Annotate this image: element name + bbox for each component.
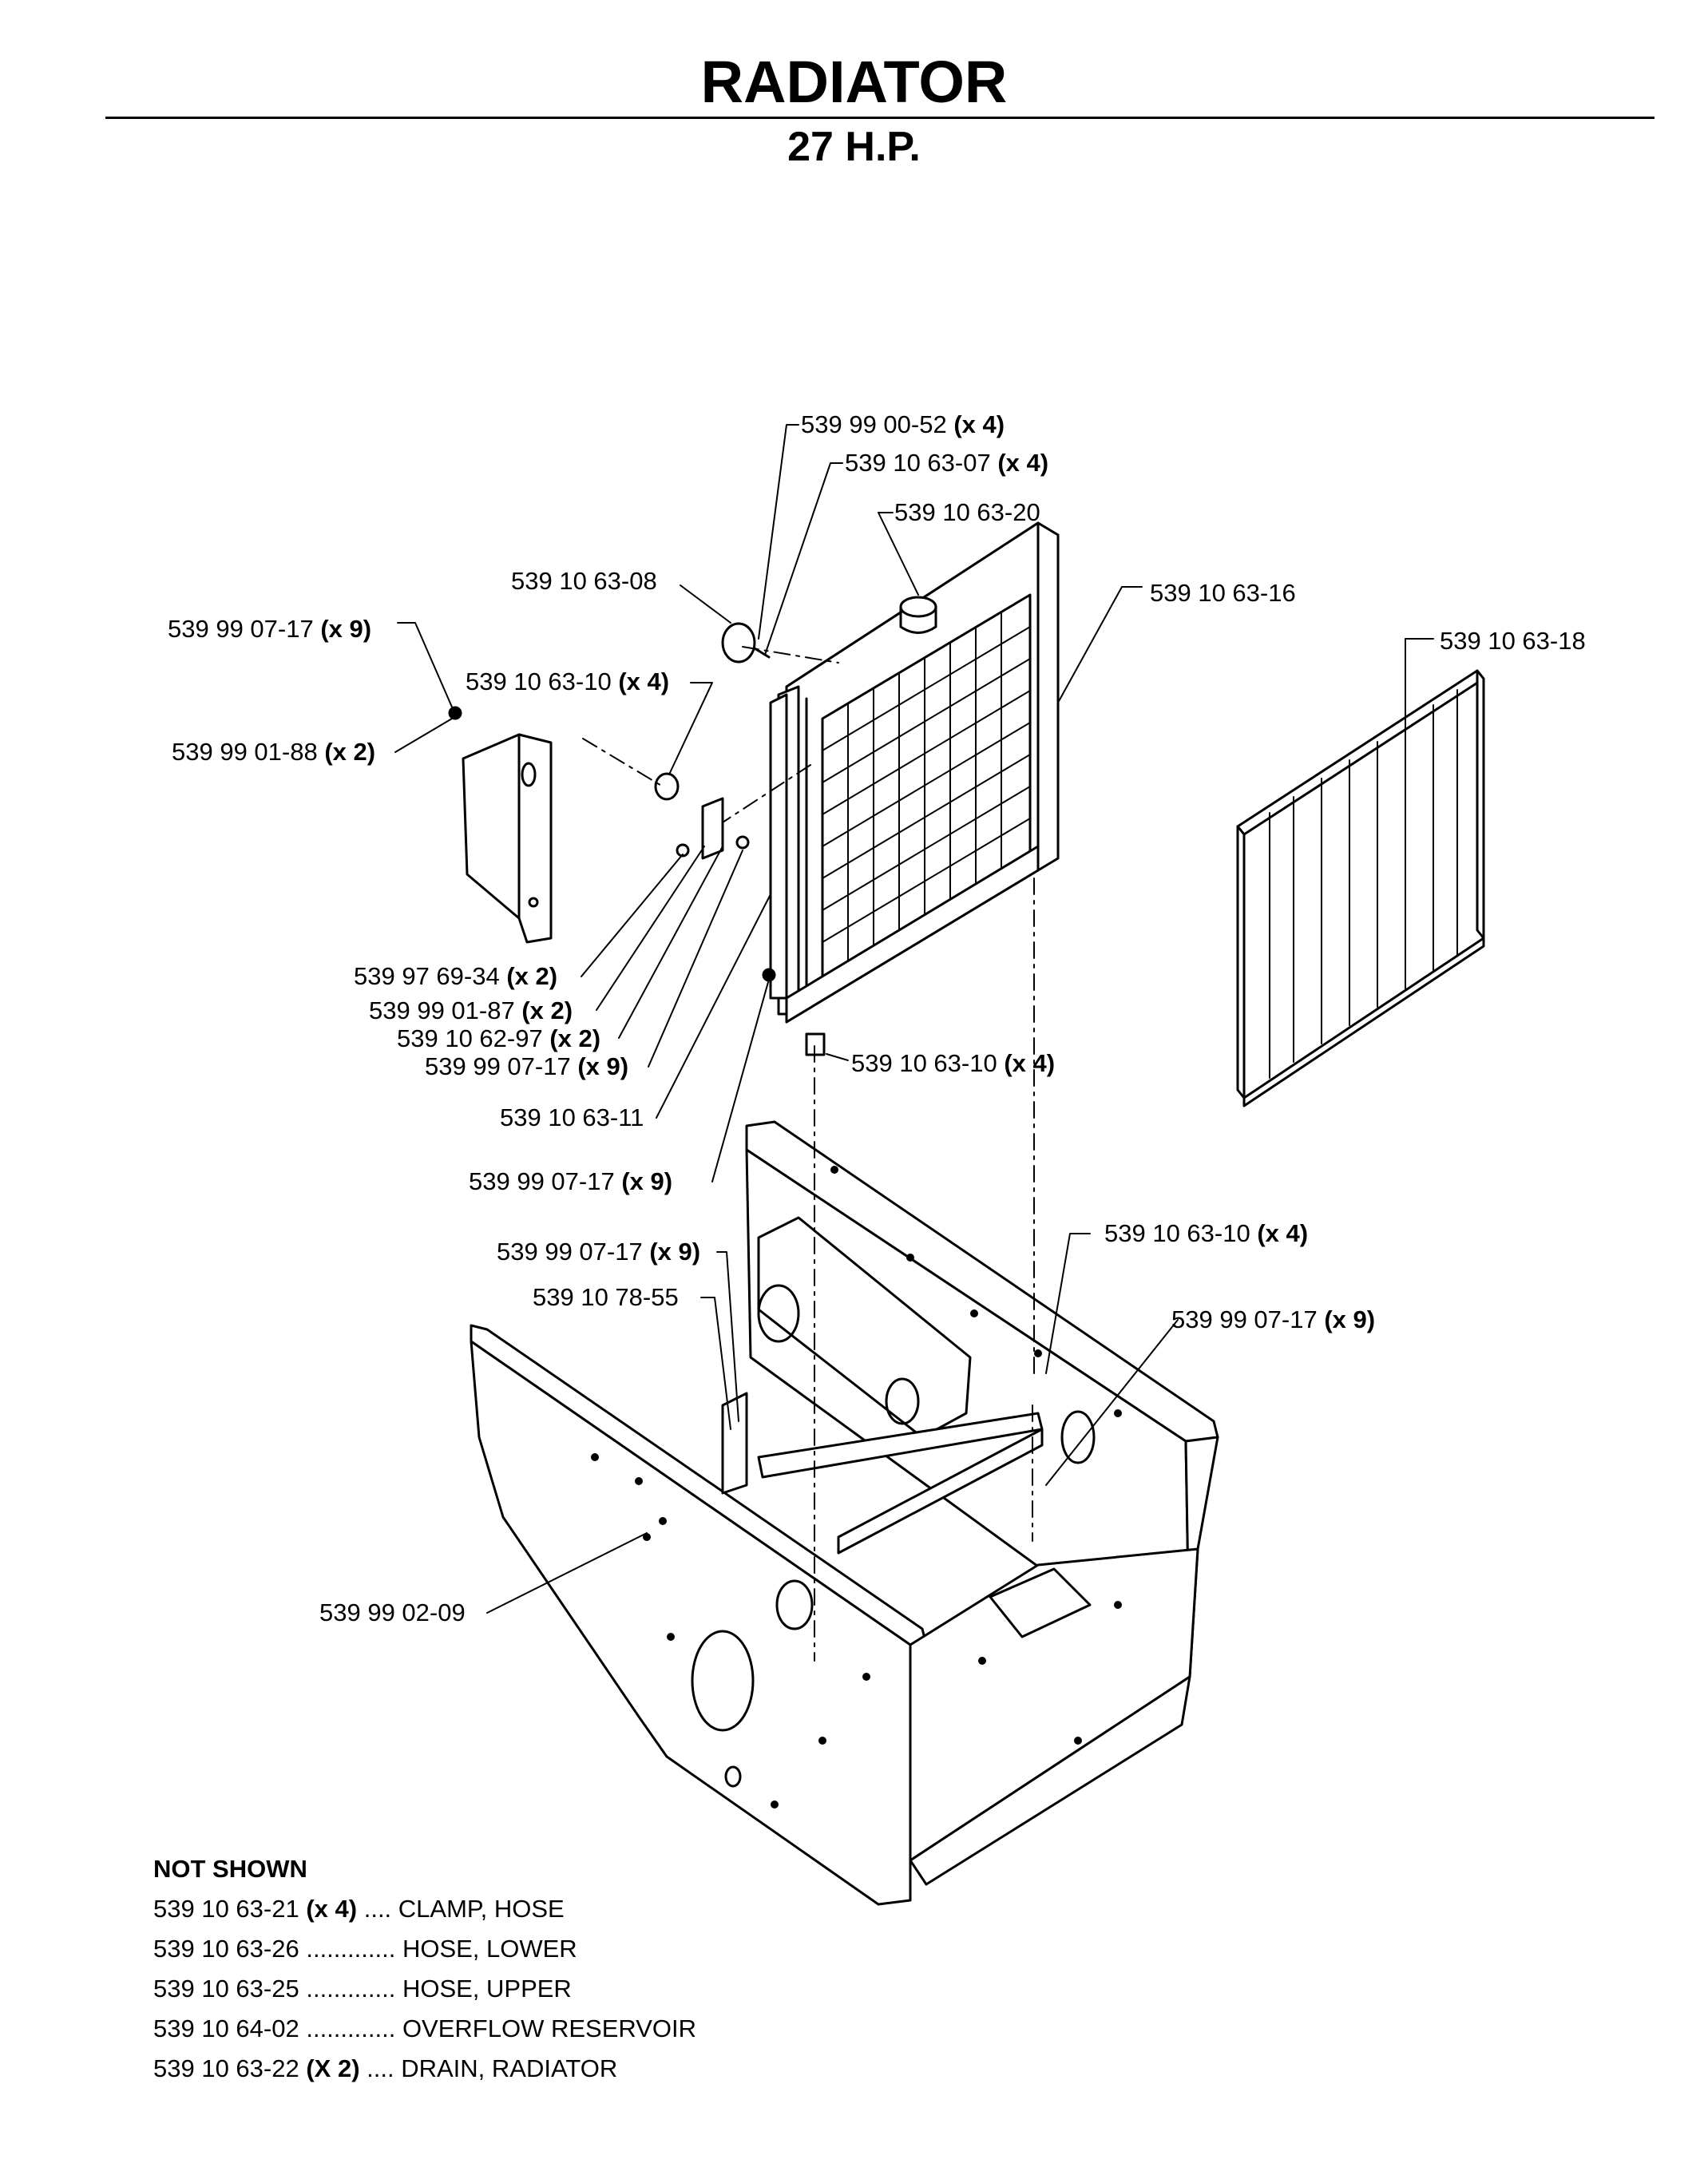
not-shown-heading: NOT SHOWN <box>153 1855 307 1883</box>
list-item: 539 10 63-22 (X 2) .... DRAIN, RADIATOR <box>153 2054 618 2082</box>
callout-label: 539 99 07-17 (x 9) <box>1171 1305 1376 1333</box>
callout-label: 539 10 63-07 (x 4) <box>845 449 1049 477</box>
not-shown-list: NOT SHOWN 539 10 63-21 (x 4) .... CLAMP,… <box>153 1849 696 2089</box>
list-item: 539 10 63-25 ............. HOSE, UPPER <box>153 1975 572 2003</box>
chassis-frame <box>470 1120 1219 1906</box>
callout-label: 539 10 63-18 <box>1440 627 1586 655</box>
page-subtitle: 27 H.P. <box>787 124 921 170</box>
callout-label: 539 10 63-10 (x 4) <box>851 1049 1056 1077</box>
callout-label: 539 10 63-08 <box>511 567 657 595</box>
callout-label: 539 10 63-10 (x 4) <box>466 668 670 695</box>
page-title: RADIATOR <box>700 49 1008 115</box>
callout-label: 539 99 01-88 (x 2) <box>172 738 376 766</box>
callout-label: 539 97 69-34 (x 2) <box>354 962 558 990</box>
callout-label: 539 10 63-11 <box>500 1103 644 1131</box>
left-bracket <box>462 733 553 944</box>
callout-label: 539 10 63-10 (x 4) <box>1104 1219 1309 1247</box>
callout-label: 539 99 07-17 (x 9) <box>497 1238 701 1266</box>
radiator-screen <box>1236 669 1485 1107</box>
callout-label: 539 10 63-20 <box>894 498 1040 526</box>
list-item: 539 10 64-02 ............. OVERFLOW RESE… <box>153 2014 696 2042</box>
callout-label: 539 99 07-17 (x 9) <box>469 1167 673 1195</box>
callout-label: 539 10 63-16 <box>1150 579 1296 607</box>
callout-label: 539 10 78-55 <box>533 1283 679 1311</box>
title-rule <box>105 117 1655 119</box>
radiator-core <box>769 521 1060 1024</box>
callout-label: 539 10 62-97 (x 2) <box>397 1024 601 1052</box>
list-item: 539 10 63-21 (x 4) .... CLAMP, HOSE <box>153 1895 565 1923</box>
callout-label: 539 99 07-17 (x 9) <box>168 615 372 643</box>
callout-label: 539 99 07-17 (x 9) <box>425 1052 629 1080</box>
callout-label: 539 99 02-09 <box>319 1599 466 1626</box>
leader-lines <box>394 424 1434 1614</box>
alignment-lines <box>582 646 1035 1662</box>
callout-label: 539 99 00-52 (x 4) <box>801 410 1005 438</box>
callout-label: 539 99 01-87 (x 2) <box>369 996 573 1024</box>
list-item: 539 10 63-26 ............. HOSE, LOWER <box>153 1935 577 1963</box>
